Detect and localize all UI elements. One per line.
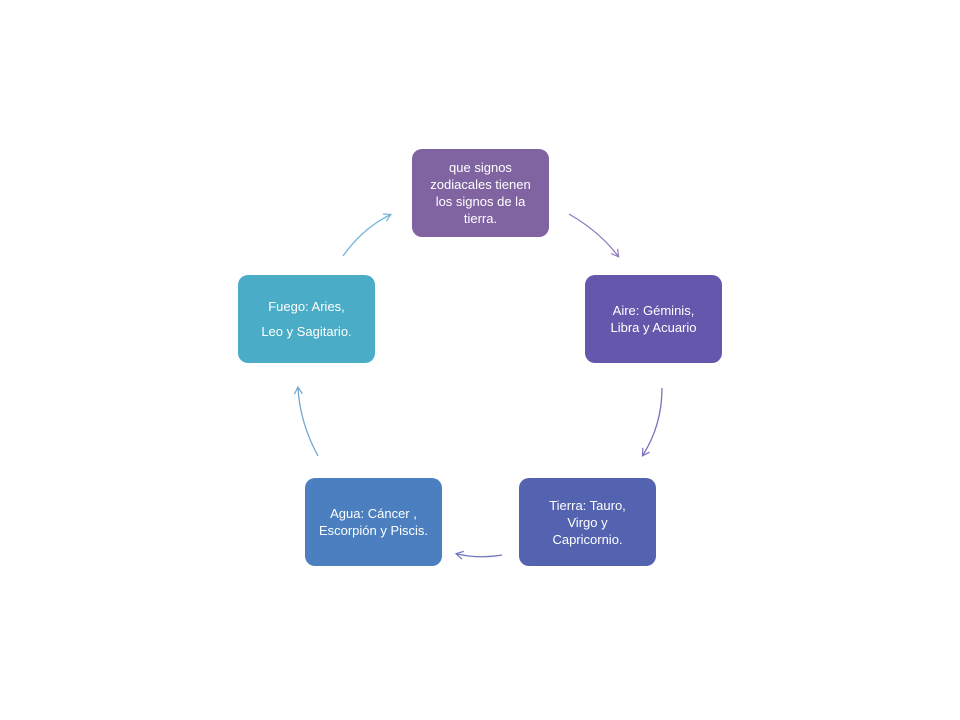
arrow-top-to-right (568, 213, 620, 258)
arrow-right-to-bottom-right (641, 387, 663, 457)
node-aire: Aire: Géminis, Libra y Acuario (585, 275, 722, 363)
node-agua: Agua: Cáncer , Escorpión y Piscis. (305, 478, 442, 566)
arrow-bottom-right-to-bottom-left (454, 550, 503, 560)
node-question-line-1: que signos (449, 160, 512, 175)
node-question-line-2: zodiacales tienen (430, 177, 531, 192)
node-aire-line-1: Aire: Géminis, (612, 303, 695, 318)
node-aire-line-2: Libra y Acuario (610, 320, 697, 335)
node-question: que signos zodiacales tienen los signos … (412, 149, 549, 237)
node-tierra-line-3: Capricornio. (552, 531, 623, 547)
node-tierra: Tierra: Tauro, Virgo y Capricornio. (519, 478, 656, 566)
arrow-left-to-top (342, 213, 392, 257)
node-agua-line-2: Escorpión y Piscis. (318, 523, 429, 538)
node-fuego: Fuego: Aries, Leo y Sagitario. (238, 275, 375, 363)
node-tierra-line-2: Virgo y (567, 514, 608, 530)
node-fuego-line-1: Fuego: Aries, (268, 299, 345, 314)
arrow-bottom-left-to-left (293, 385, 319, 457)
node-tierra-line-1: Tierra: Tauro, (549, 497, 626, 513)
node-question-line-3: los signos de la (435, 194, 526, 209)
node-question-line-4: tierra. (463, 211, 498, 226)
node-fuego-line-2: Leo y Sagitario. (261, 324, 352, 339)
node-agua-line-1: Agua: Cáncer , (330, 506, 417, 521)
